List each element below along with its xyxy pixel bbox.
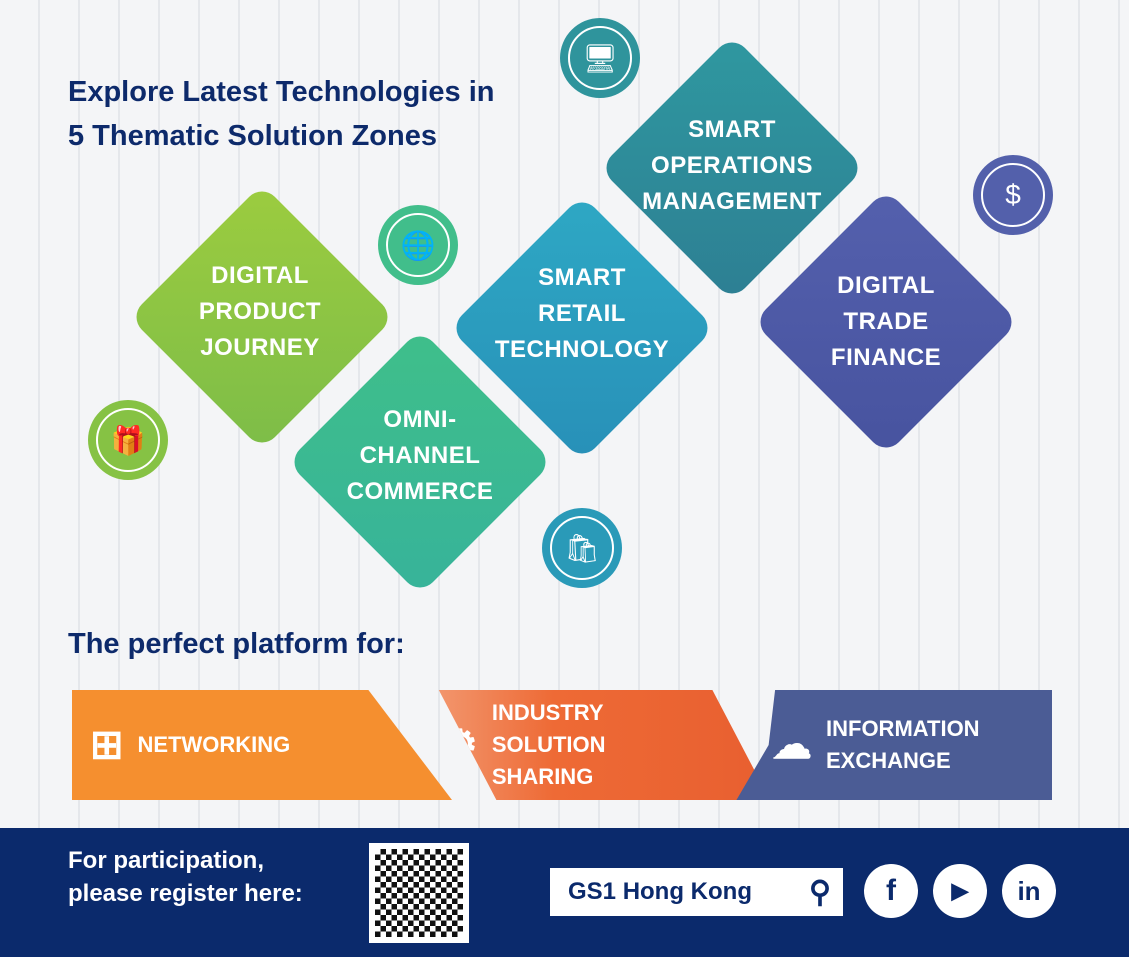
globe-pin-icon: 🌐 (386, 213, 450, 277)
zone-icon-circle: 🌐 (378, 205, 458, 285)
page-title: Explore Latest Technologies in 5 Themati… (68, 70, 495, 158)
gift-box-icon: 🎁 (96, 408, 160, 472)
ribbon-networking: ⊞ NETWORKING (72, 690, 452, 800)
shopping-bag-icon: 🛍 (550, 516, 614, 580)
facebook-icon[interactable]: f (864, 864, 918, 918)
cloud-exchange-icon: ☁ (772, 723, 812, 767)
dollar-exchange-icon: $ (981, 163, 1045, 227)
linkedin-icon[interactable]: in (1002, 864, 1056, 918)
youtube-icon[interactable]: ▶ (933, 864, 987, 918)
search-text: GS1 Hong Kong (568, 878, 752, 905)
footer: For participation,please register here: … (0, 828, 1129, 957)
zone-icon-circle: 🎁 (88, 400, 168, 480)
zone-icon-circle: $ (973, 155, 1053, 235)
network-icon: ⊞ (90, 723, 124, 767)
title-line: 5 Thematic Solution Zones (68, 120, 437, 152)
qr-code[interactable] (369, 843, 469, 943)
ribbon-label: NETWORKING (137, 732, 291, 757)
search-icon: ⚲ (809, 875, 831, 909)
monitor-shield-icon: 🖥 (568, 26, 632, 90)
title-line: Explore Latest Technologies in (68, 76, 495, 108)
platform-heading: The perfect platform for: (68, 628, 405, 660)
zone-icon-circle: 🖥 (560, 18, 640, 98)
zone-icon-circle: 🛍 (542, 508, 622, 588)
register-text: For participation,please register here: (68, 847, 303, 907)
search-box[interactable]: GS1 Hong Kong ⚲ (550, 868, 843, 916)
